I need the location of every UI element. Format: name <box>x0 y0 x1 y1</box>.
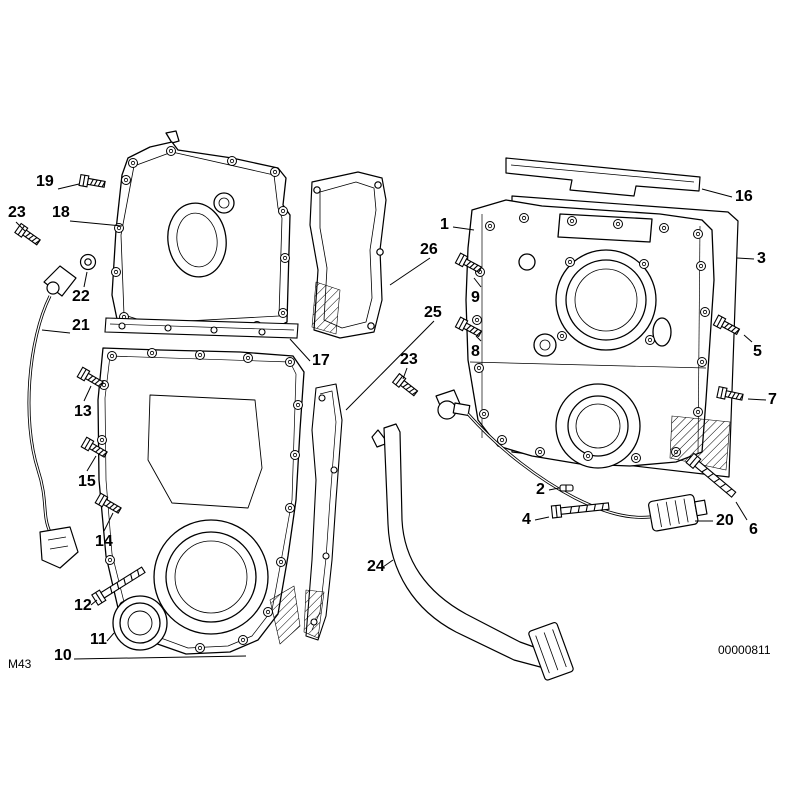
callout-17[interactable]: 17 <box>312 352 330 369</box>
gasket-strip <box>104 317 299 339</box>
callout-2[interactable]: 2 <box>536 481 545 498</box>
callout-13[interactable]: 13 <box>74 403 92 420</box>
callout-12[interactable]: 12 <box>74 597 92 614</box>
callout-20[interactable]: 20 <box>716 512 734 529</box>
leader-lines <box>15 183 767 660</box>
callout-23-right[interactable]: 23 <box>400 351 418 368</box>
callout-22[interactable]: 22 <box>72 288 90 305</box>
callout-21[interactable]: 21 <box>72 317 90 334</box>
callout-18[interactable]: 18 <box>52 204 70 221</box>
callout-14[interactable]: 14 <box>95 533 113 550</box>
engine-code-label: M43 <box>8 657 32 671</box>
timing-case-housing <box>465 199 715 469</box>
callout-9[interactable]: 9 <box>471 289 480 306</box>
callout-7[interactable]: 7 <box>768 391 777 408</box>
callout-11[interactable]: 11 <box>90 631 107 648</box>
bolt-23-left <box>14 222 43 248</box>
image-number-label: 00000811 <box>718 643 771 657</box>
callout-24[interactable]: 24 <box>367 558 385 575</box>
lower-profile-gasket <box>303 383 343 641</box>
top-profile-gasket <box>505 157 701 197</box>
callout-23-left[interactable]: 23 <box>8 204 26 221</box>
upper-cover-gasket <box>309 171 387 339</box>
callout-4[interactable]: 4 <box>522 511 531 528</box>
dowel-2 <box>559 484 574 492</box>
callout-1[interactable]: 1 <box>440 216 449 233</box>
callout-19[interactable]: 19 <box>36 173 54 190</box>
callout-6[interactable]: 6 <box>749 521 758 538</box>
lower-timing-cover <box>96 347 305 655</box>
callout-25[interactable]: 25 <box>424 304 442 321</box>
callout-5[interactable]: 5 <box>753 343 762 360</box>
callout-3[interactable]: 3 <box>757 250 766 267</box>
bolt-19 <box>78 174 107 191</box>
callout-15[interactable]: 15 <box>78 473 96 490</box>
washer <box>79 253 97 271</box>
callout-10[interactable]: 10 <box>54 647 72 664</box>
bolt-4 <box>550 499 610 519</box>
pulse-sensor-cable <box>27 265 79 569</box>
camshaft-sensor-cable <box>435 389 708 532</box>
bolt-23-right <box>392 373 420 399</box>
callout-16[interactable]: 16 <box>735 188 753 205</box>
crankshaft-seal <box>112 595 168 651</box>
upper-timing-cover <box>110 130 291 334</box>
support-bracket <box>371 423 574 681</box>
callout-26[interactable]: 26 <box>420 241 438 258</box>
hatched-area <box>669 415 731 471</box>
callout-8[interactable]: 8 <box>471 343 480 360</box>
